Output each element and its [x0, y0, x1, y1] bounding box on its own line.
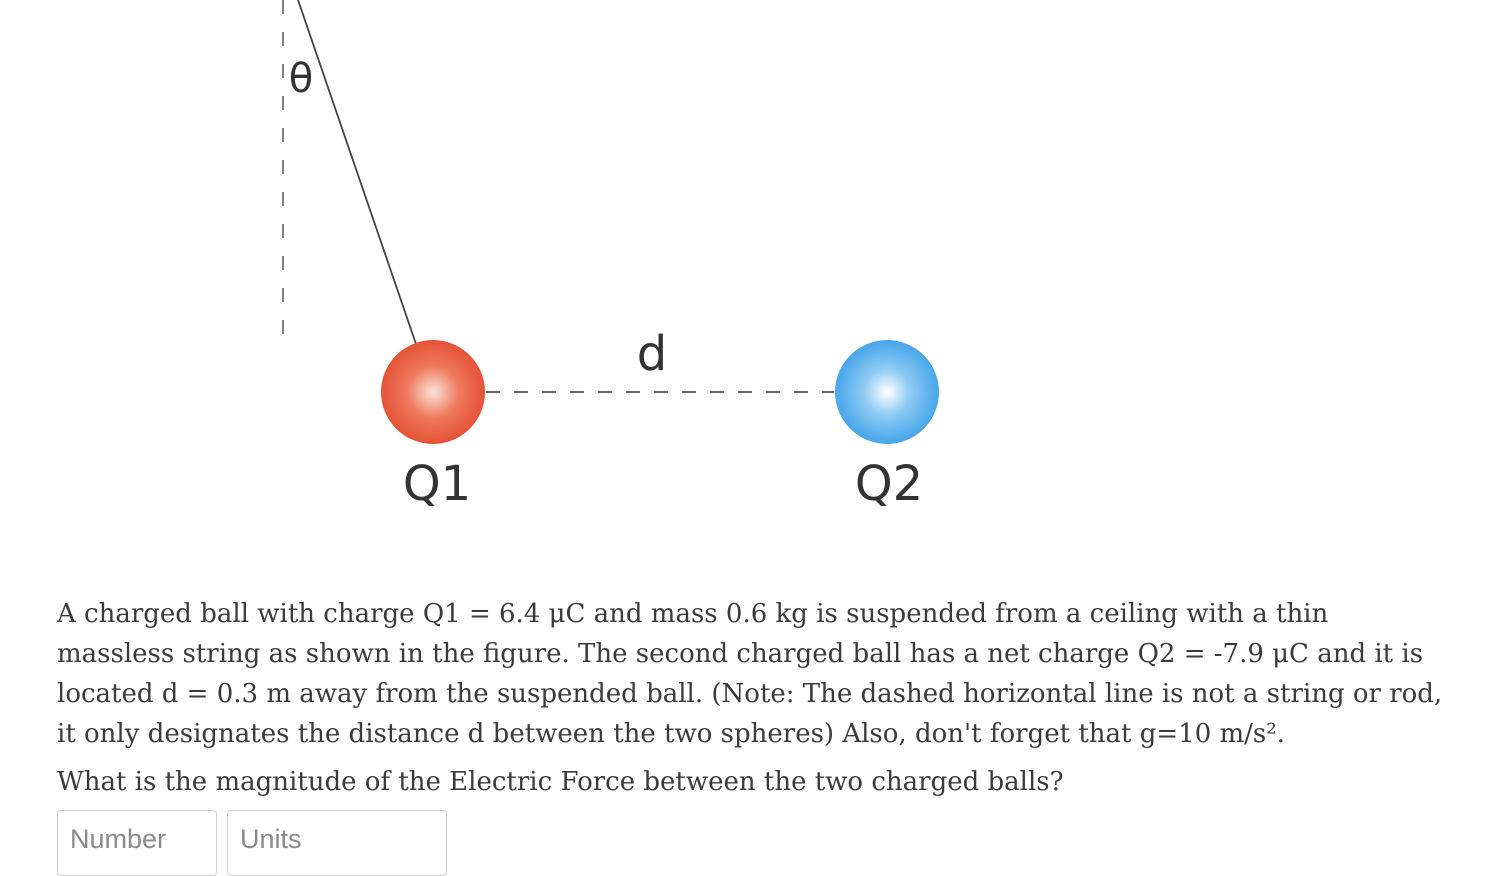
charged-ball-q2	[835, 340, 939, 444]
charged-ball-q1	[381, 340, 485, 444]
problem-statement: A charged ball with charge Q1 = 6.4 μC a…	[57, 599, 1443, 749]
answer-units-input[interactable]	[227, 810, 447, 876]
problem-figure: θ d Q1 Q2	[282, 0, 939, 512]
charge1-label: Q1	[403, 456, 471, 512]
charge2-label: Q2	[855, 456, 923, 512]
angle-label: θ	[289, 56, 313, 102]
answer-number-input[interactable]	[57, 810, 217, 876]
suspension-string	[297, 0, 417, 345]
distance-label: d	[637, 326, 667, 382]
question-text: What is the magnitude of the Electric Fo…	[57, 767, 1064, 797]
